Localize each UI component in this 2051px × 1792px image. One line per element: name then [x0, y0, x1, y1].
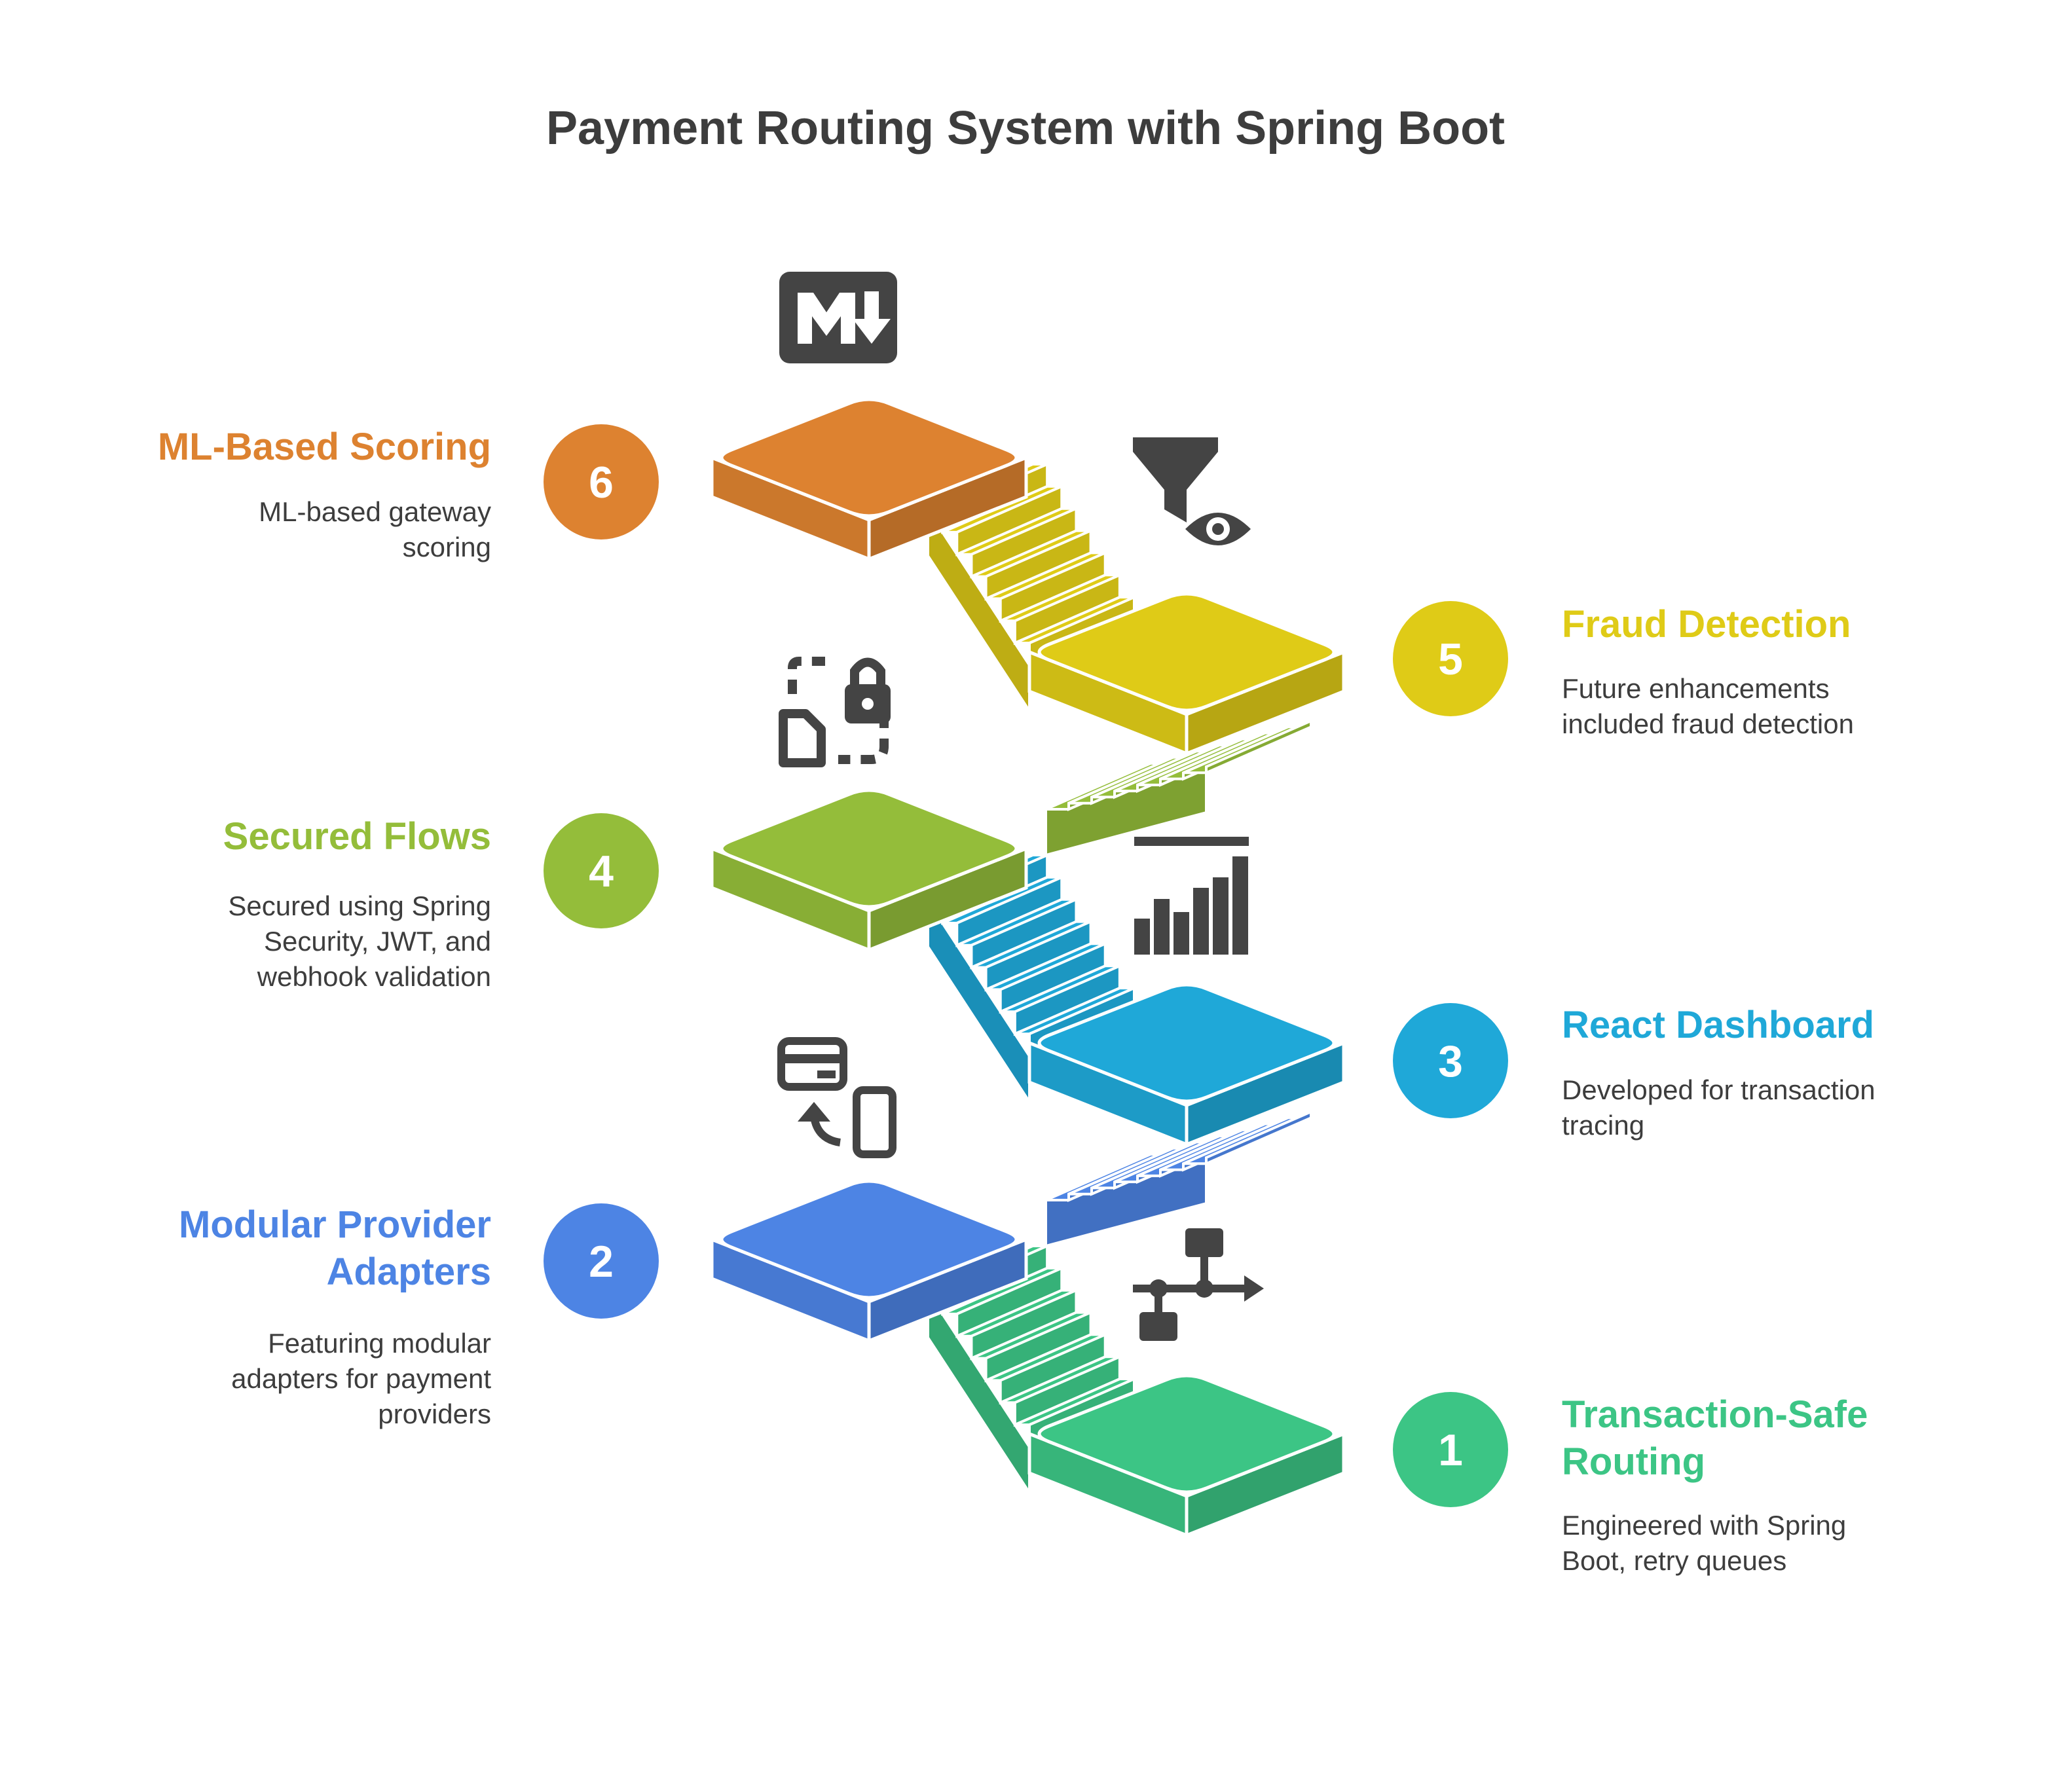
card-stripe: [781, 1054, 843, 1063]
platform-3: [1027, 983, 1346, 1147]
flow-arrow-head: [1244, 1275, 1264, 1302]
dashed-path-top: [788, 657, 825, 694]
chart-bar-1: [1134, 919, 1150, 955]
chart-bar-4: [1193, 888, 1209, 955]
secure-file-lock-icon: [779, 657, 891, 767]
markdown-arrow: [853, 291, 891, 344]
flow-lines: [1133, 1257, 1247, 1312]
markdown-icon: [779, 272, 897, 363]
step-1-title: Transaction-Safe Routing: [1562, 1393, 1868, 1483]
dashed-path-bottom: [838, 714, 889, 764]
diagram-title: Payment Routing System with Spring Boot: [545, 102, 1506, 155]
platform-top: [720, 397, 1018, 518]
step-4-description: Secured using Spring Security, JWT, and …: [228, 890, 491, 992]
flow-node-2: [1195, 1279, 1213, 1298]
platform-top: [720, 1179, 1018, 1300]
step-3-number: 3: [1438, 1036, 1463, 1086]
step-6-badge: 6: [544, 424, 659, 539]
platform-top: [720, 788, 1018, 909]
step-2-number: 2: [589, 1237, 614, 1287]
phone-outline: [853, 1086, 896, 1158]
stair-2: [1044, 1109, 1312, 1248]
badge-circle: [544, 813, 659, 928]
stair-side: [927, 896, 1031, 1106]
platform-4: [710, 788, 1028, 953]
chart-bar-5: [1213, 877, 1229, 955]
step-3-title: React Dashboard: [1562, 1004, 1875, 1046]
stairs-group: [927, 462, 1312, 1497]
platform-top: [1037, 983, 1336, 1103]
step-2-description: Featuring modular adapters for payment p…: [231, 1328, 491, 1429]
step-1-number: 1: [1438, 1425, 1463, 1475]
card-outline: [777, 1037, 847, 1091]
card-chip: [817, 1070, 836, 1078]
chart-bar-3: [1173, 912, 1189, 955]
eye-pupil: [1212, 523, 1224, 535]
step-5-number: 5: [1438, 634, 1463, 684]
stair-side: [927, 505, 1031, 716]
bar-chart-icon: [1134, 837, 1249, 955]
step-4-title: Secured Flows: [223, 815, 491, 858]
card-to-phone-icon: [777, 1037, 896, 1158]
step-4-badge: 4: [544, 813, 659, 928]
badge-circle: [544, 1203, 659, 1319]
flow-node-1: [1149, 1279, 1168, 1298]
arrow-head: [798, 1102, 830, 1122]
flowchart-icon: [1133, 1228, 1264, 1341]
platform-2: [710, 1179, 1028, 1344]
stair-riser: [1205, 1109, 1312, 1166]
filter-shape: [1133, 437, 1218, 522]
badge-circle: [1393, 1003, 1508, 1118]
badge-circle: [1393, 601, 1508, 716]
badge-circle: [544, 424, 659, 539]
step-6-number: 6: [589, 458, 614, 507]
stair-3: [927, 852, 1136, 1106]
lock-shackle: [850, 657, 885, 687]
platform-top: [1037, 1374, 1336, 1494]
stair-side: [927, 1287, 1031, 1497]
step-5-description: Future enhancements included fraud detec…: [1562, 673, 1854, 739]
platform-5: [1027, 592, 1346, 756]
flow-bottom-box: [1139, 1312, 1177, 1341]
platform-top: [1037, 592, 1336, 712]
stair-riser: [1205, 718, 1312, 775]
badge-circle: [1393, 1392, 1508, 1507]
platform-1: [1027, 1374, 1346, 1538]
step-2-badge: 2: [544, 1203, 659, 1319]
platform-6: [710, 397, 1028, 562]
markdown-m: [798, 293, 855, 344]
step-3-description: Developed for transaction tracing: [1562, 1074, 1875, 1141]
step-6-description: ML-based gateway scoring: [259, 496, 491, 562]
step-5-badge: 5: [1393, 601, 1508, 716]
chart-bar-6: [1232, 856, 1248, 955]
step-3-badge: 3: [1393, 1003, 1508, 1118]
chart-top-bar: [1134, 837, 1249, 846]
lock-keyhole: [862, 698, 874, 710]
filter-eye-icon: [1133, 437, 1251, 545]
stair-4: [1044, 718, 1312, 857]
step-6-title: ML-Based Scoring: [157, 426, 491, 468]
flow-top-box: [1185, 1228, 1223, 1257]
step-2-title: Modular Provider Adapters: [179, 1203, 491, 1293]
chart-bar-2: [1154, 899, 1170, 955]
file-shape: [779, 709, 826, 767]
step-5-title: Fraud Detection: [1562, 603, 1851, 646]
step-4-number: 4: [589, 847, 614, 896]
step-1-description: Engineered with Spring Boot, retry queue…: [1562, 1510, 1847, 1576]
step-1-badge: 1: [1393, 1392, 1508, 1507]
